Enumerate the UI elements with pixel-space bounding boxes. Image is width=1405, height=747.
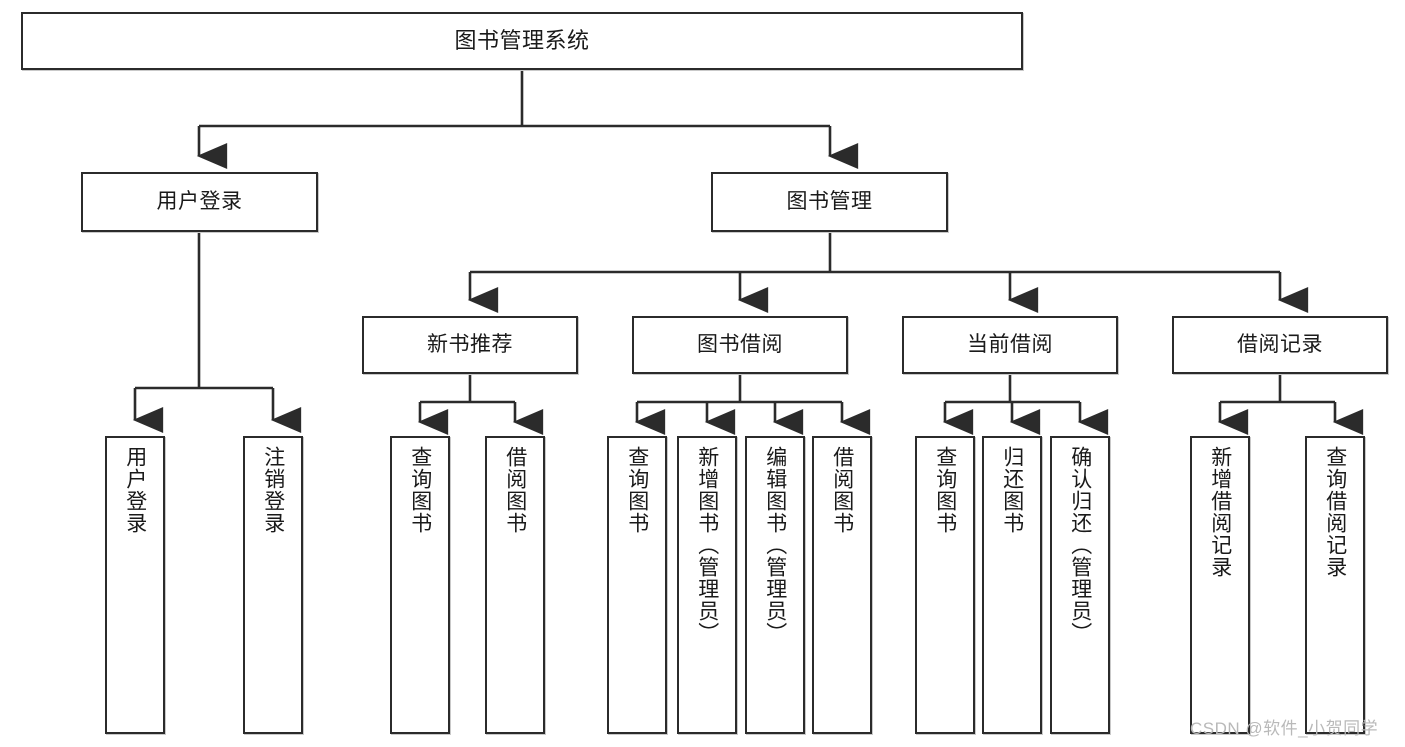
user-login-to-leaves-connectors <box>132 232 302 433</box>
node-leaf-edit-book-admin[interactable]: 编辑图书（管理员） <box>745 436 805 734</box>
node-leaf-confirm-return-admin-label: 确认归还（管理员） <box>1068 446 1092 644</box>
node-leaf-user-logout-label: 注销登录 <box>261 446 285 534</box>
node-new-book-rec[interactable]: 新书推荐 <box>362 316 578 374</box>
node-leaf-confirm-return-admin[interactable]: 确认归还（管理员） <box>1050 436 1110 734</box>
node-leaf-borrow-book-1-label: 借阅图书 <box>503 446 527 534</box>
node-leaf-add-book-admin[interactable]: 新增图书（管理员） <box>677 436 737 734</box>
node-root-label: 图书管理系统 <box>454 28 590 54</box>
node-leaf-borrow-book-1[interactable]: 借阅图书 <box>485 436 545 734</box>
node-leaf-return-book[interactable]: 归还图书 <box>982 436 1042 734</box>
node-user-login-label: 用户登录 <box>156 189 243 213</box>
node-leaf-edit-book-admin-label: 编辑图书（管理员） <box>763 446 787 644</box>
node-leaf-borrow-book-2[interactable]: 借阅图书 <box>812 436 872 734</box>
node-leaf-add-borrow-record-label: 新增借阅记录 <box>1208 446 1232 578</box>
borrow-record-to-leaves-connectors <box>1217 374 1364 435</box>
node-leaf-query-borrow-record-label: 查询借阅记录 <box>1323 446 1347 578</box>
node-leaf-query-book-1-label: 查询图书 <box>408 446 432 534</box>
node-book-borrow-label: 图书借阅 <box>697 332 783 356</box>
node-new-book-rec-label: 新书推荐 <box>427 332 513 356</box>
node-root[interactable]: 图书管理系统 <box>21 12 1023 70</box>
node-leaf-query-borrow-record[interactable]: 查询借阅记录 <box>1305 436 1365 734</box>
node-leaf-add-borrow-record[interactable]: 新增借阅记录 <box>1190 436 1250 734</box>
node-leaf-user-login-label: 用户登录 <box>123 446 147 534</box>
root-to-level2-connectors <box>196 70 859 169</box>
node-leaf-borrow-book-2-label: 借阅图书 <box>830 446 854 534</box>
watermark-text: CSDN @软件_小贺同学 <box>1190 719 1379 738</box>
node-book-manage[interactable]: 图书管理 <box>711 172 948 232</box>
node-leaf-query-book-2-label: 查询图书 <box>625 446 649 534</box>
node-user-login[interactable]: 用户登录 <box>81 172 318 232</box>
node-current-borrow[interactable]: 当前借阅 <box>902 316 1118 374</box>
node-current-borrow-label: 当前借阅 <box>967 332 1053 356</box>
node-book-borrow[interactable]: 图书借阅 <box>632 316 848 374</box>
node-leaf-user-login[interactable]: 用户登录 <box>105 436 165 734</box>
book-manage-to-level3-connectors <box>467 232 1309 313</box>
node-book-manage-label: 图书管理 <box>786 189 873 213</box>
node-leaf-return-book-label: 归还图书 <box>1000 446 1024 534</box>
book-borrow-to-leaves-connectors <box>634 374 871 435</box>
node-borrow-record[interactable]: 借阅记录 <box>1172 316 1388 374</box>
new-book-rec-to-leaves-connectors <box>417 374 544 435</box>
node-leaf-query-book-1[interactable]: 查询图书 <box>390 436 450 734</box>
current-borrow-to-leaves-connectors <box>942 374 1109 435</box>
node-leaf-add-book-admin-label: 新增图书（管理员） <box>695 446 719 644</box>
node-leaf-query-book-3-label: 查询图书 <box>933 446 957 534</box>
node-leaf-user-logout[interactable]: 注销登录 <box>243 436 303 734</box>
node-borrow-record-label: 借阅记录 <box>1237 332 1323 356</box>
node-leaf-query-book-3[interactable]: 查询图书 <box>915 436 975 734</box>
node-leaf-query-book-2[interactable]: 查询图书 <box>607 436 667 734</box>
